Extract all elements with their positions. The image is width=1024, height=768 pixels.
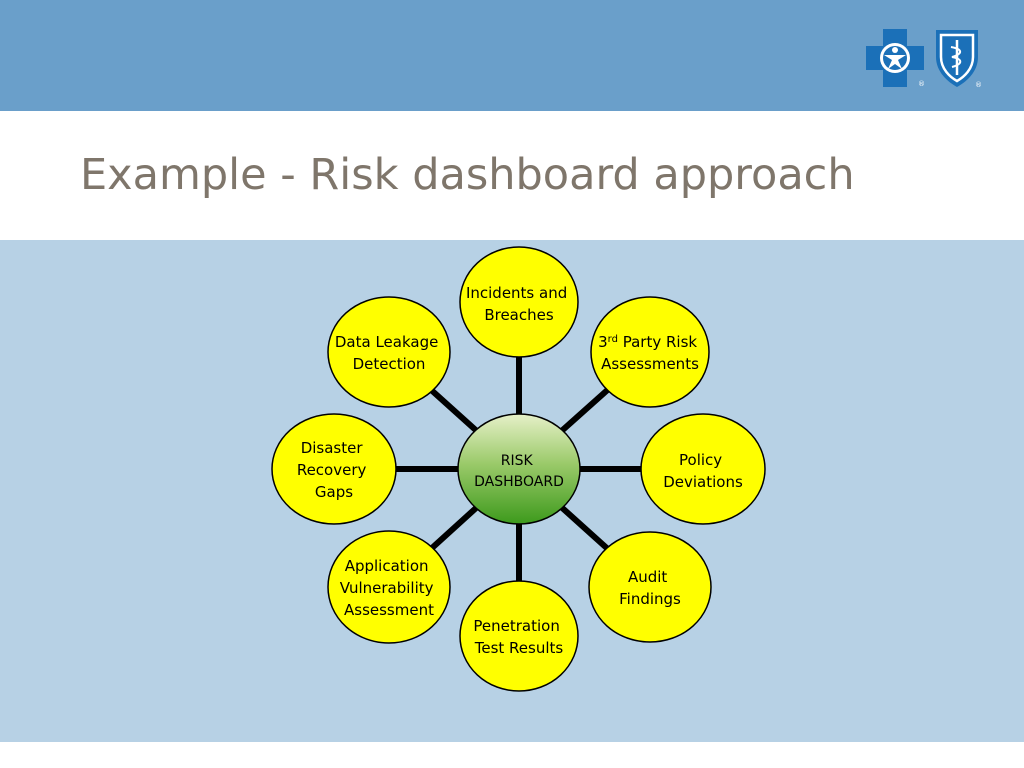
node-risk-dashboard-center: RISK DASHBOARD — [457, 413, 581, 525]
node-label-line: Incidents and — [466, 284, 567, 302]
node-application-vulnerability-assessment: Application Vulnerability Assessment — [327, 530, 451, 644]
node-circle — [640, 413, 766, 525]
node-incidents-and-breaches: Incidents and Breaches — [459, 246, 579, 358]
blue-shield-logo: ® — [936, 30, 982, 89]
node-label-line: Assessments — [601, 355, 699, 373]
node-circle — [590, 296, 710, 408]
node-label: 3rd Party Risk Assessments — [598, 333, 702, 373]
node-label: Penetration Test Results — [473, 617, 564, 657]
node-label-line: Deviations — [663, 473, 743, 491]
node-label: Policy Deviations — [663, 451, 743, 491]
node-label-line: Policy — [679, 451, 722, 469]
node-circle — [327, 296, 451, 408]
node-label-line: Breaches — [484, 306, 554, 324]
node-label-line: Disaster — [301, 439, 364, 457]
node-third-party-risk-assessments: 3rd Party Risk Assessments — [590, 296, 710, 408]
node-label-line: Recovery — [297, 461, 367, 479]
node-circle — [459, 580, 579, 692]
node-circle — [271, 413, 397, 525]
node-label: Audit Findings — [619, 568, 681, 608]
node-label: Incidents and Breaches — [466, 284, 572, 324]
node-circle — [459, 246, 579, 358]
node-label: Disaster Recovery Gaps — [297, 439, 371, 501]
node-label-line: Vulnerability — [340, 579, 434, 597]
node-label-line: Findings — [619, 590, 681, 608]
node-label-line: 3rd Party Risk — [598, 333, 697, 351]
node-label-line: Assessment — [344, 601, 434, 619]
node-label-line: Data Leakage — [335, 333, 438, 351]
node-label-line: Application — [345, 557, 429, 575]
node-label: Application Vulnerability Assessment — [340, 557, 439, 619]
node-data-leakage-detection: Data Leakage Detection — [327, 296, 451, 408]
node-policy-deviations: Policy Deviations — [640, 413, 766, 525]
node-label-line: Test Results — [474, 639, 564, 657]
header-band — [0, 0, 1024, 111]
center-label-line: RISK — [501, 453, 534, 469]
node-audit-findings: Audit Findings — [588, 531, 712, 643]
node-label-line: Audit — [628, 568, 667, 586]
node-label-line: Gaps — [315, 483, 353, 501]
node-circle — [588, 531, 712, 643]
node-label-line: Detection — [353, 355, 426, 373]
blue-cross-logo: ® — [866, 29, 925, 88]
node-penetration-test-results: Penetration Test Results — [459, 580, 579, 692]
center-label: RISK DASHBOARD — [474, 453, 564, 490]
node-disaster-recovery-gaps: Disaster Recovery Gaps — [271, 413, 397, 525]
blue-cross-registered-mark: ® — [918, 80, 925, 88]
slide-title: Example - Risk dashboard approach — [80, 150, 855, 200]
node-circle — [327, 530, 451, 644]
node-label: Data Leakage Detection — [335, 333, 443, 373]
node-label-line: Penetration — [473, 617, 559, 635]
center-label-line: DASHBOARD — [474, 474, 564, 490]
blue-shield-registered-mark: ® — [975, 81, 982, 89]
center-circle — [457, 413, 581, 525]
